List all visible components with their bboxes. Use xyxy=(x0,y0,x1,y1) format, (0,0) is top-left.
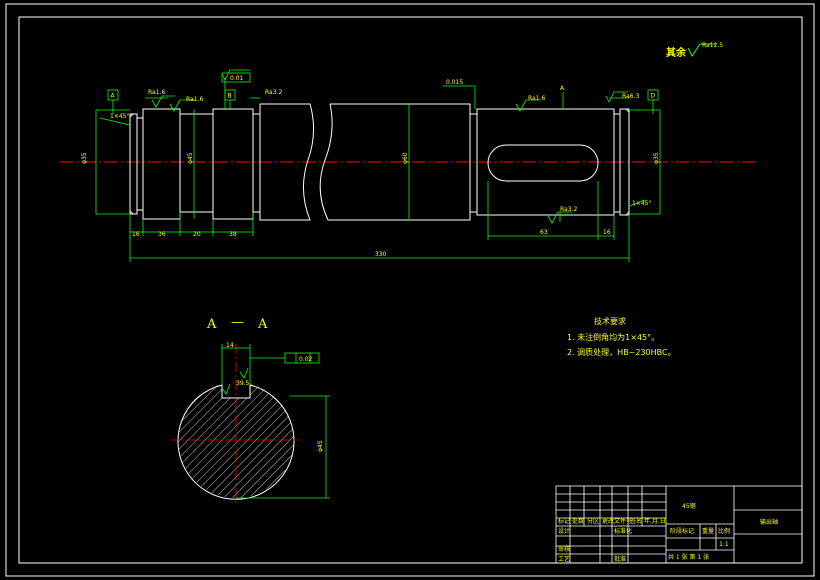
tolerance-frame-top: 0.01 xyxy=(221,72,251,83)
section-key-depth: 39.5 xyxy=(236,380,250,387)
svg-text:A: A xyxy=(111,93,116,100)
tb-row-label-3: 更改文件号 xyxy=(602,517,632,525)
outer-border xyxy=(5,3,815,577)
tb-material: 45钢 xyxy=(682,502,696,510)
svg-text:A: A xyxy=(257,317,268,332)
tech-req-title: 技术要求 xyxy=(594,316,626,326)
datum-d: D xyxy=(647,89,659,101)
title-block xyxy=(555,485,803,564)
tol-mid: 0.015 xyxy=(446,79,463,86)
rough-5: Ra3.2 xyxy=(560,206,577,213)
keyway-slot xyxy=(487,144,599,182)
dim-seg4: 38 xyxy=(229,231,237,238)
tb-right-label-2: 比例 xyxy=(718,527,730,535)
section-key-width: 14 xyxy=(226,342,234,349)
tech-req-item-2: 2. 调质处理，HB~230HBC。 xyxy=(567,347,676,357)
dimension-lines xyxy=(95,78,661,262)
tb-left-label-2: 工艺 xyxy=(558,555,570,563)
rough-2: Ra1.6 xyxy=(186,96,203,103)
tb-part-name: 输出轴 xyxy=(760,518,778,526)
svg-text:—: — xyxy=(231,315,244,330)
dim-right-chamfer: 1×45° xyxy=(632,200,651,207)
dim-seg2: 36 xyxy=(158,231,166,238)
rough-6: Ra6.3 xyxy=(622,93,639,100)
title-block-text: 45钢 输出轴 1:1 共 1 张 第 1 张 标记 处数 分区 更改文件号 签… xyxy=(558,502,778,563)
dim-bearing-dia: φ45 xyxy=(187,152,194,164)
tb-sheet-info: 共 1 张 第 1 张 xyxy=(668,553,709,561)
section-view: 14 39.5 φ45 0.02 xyxy=(172,342,330,506)
section-mark-a: A xyxy=(560,85,565,92)
datum-b: B xyxy=(224,89,236,101)
tech-req-item-1: 1. 未注倒角均为1×45°。 xyxy=(567,332,659,342)
datum-a: A xyxy=(107,89,119,101)
surface-finish-label: 其余 xyxy=(666,46,687,59)
tb-left-label-0: 设计 xyxy=(558,527,570,535)
tb-row-label-4: 签名 xyxy=(630,517,642,525)
shaft-body xyxy=(129,103,630,221)
section-dia: φ45 xyxy=(317,440,324,452)
surface-finish-value: Ra12.5 xyxy=(702,42,723,49)
dim-seg1: 16 xyxy=(132,231,140,238)
tb-row-label-0: 标记 xyxy=(558,517,570,525)
tb-right-label-0: 阶段标记 xyxy=(670,527,694,535)
dim-left-chamfer: 1×45° xyxy=(110,113,129,120)
inner-border xyxy=(18,16,803,564)
tb-mid-label-0: 标准化 xyxy=(614,527,632,535)
tb-left-label-1: 审核 xyxy=(558,545,570,553)
dim-seg-r: 16 xyxy=(603,229,611,236)
svg-text:0.01: 0.01 xyxy=(230,75,244,82)
rough-3: Ra3.2 xyxy=(265,89,282,96)
dim-seg3: 20 xyxy=(193,231,201,238)
rough-1: Ra1.6 xyxy=(148,89,165,96)
tb-row-label-5: 年.月.日 xyxy=(644,517,666,525)
tb-row-label-2: 分区 xyxy=(587,517,599,525)
section-tol: 0.02 xyxy=(299,356,313,363)
rough-4: Ra1.6 xyxy=(528,95,545,102)
tb-right-label-1: 重量 xyxy=(702,527,714,535)
dim-left-end-dia: φ35 xyxy=(81,152,88,164)
svg-text:B: B xyxy=(228,93,232,100)
svg-text:A: A xyxy=(206,317,217,332)
roughness-symbols xyxy=(151,69,628,224)
dim-overall-length: 330 xyxy=(375,251,387,258)
dimension-texts: φ35 1×45° φ45 φ60 φ35 1×45° 16 36 20 38 … xyxy=(81,79,660,258)
dim-shoulder-dia: φ60 xyxy=(402,152,409,164)
section-title: A — A xyxy=(206,315,268,332)
dim-key-len: 63 xyxy=(540,229,548,236)
svg-text:D: D xyxy=(651,93,656,100)
tb-row-label-1: 处数 xyxy=(572,517,584,525)
technical-requirements: 技术要求 1. 未注倒角均为1×45°。 2. 调质处理，HB~230HBC。 xyxy=(567,316,676,357)
surface-finish-note: 其余 Ra12.5 xyxy=(666,42,723,59)
tb-mid-label-1: 批准 xyxy=(614,555,626,563)
dim-right-end-dia: φ35 xyxy=(653,152,660,164)
tb-scale: 1:1 xyxy=(719,541,729,548)
